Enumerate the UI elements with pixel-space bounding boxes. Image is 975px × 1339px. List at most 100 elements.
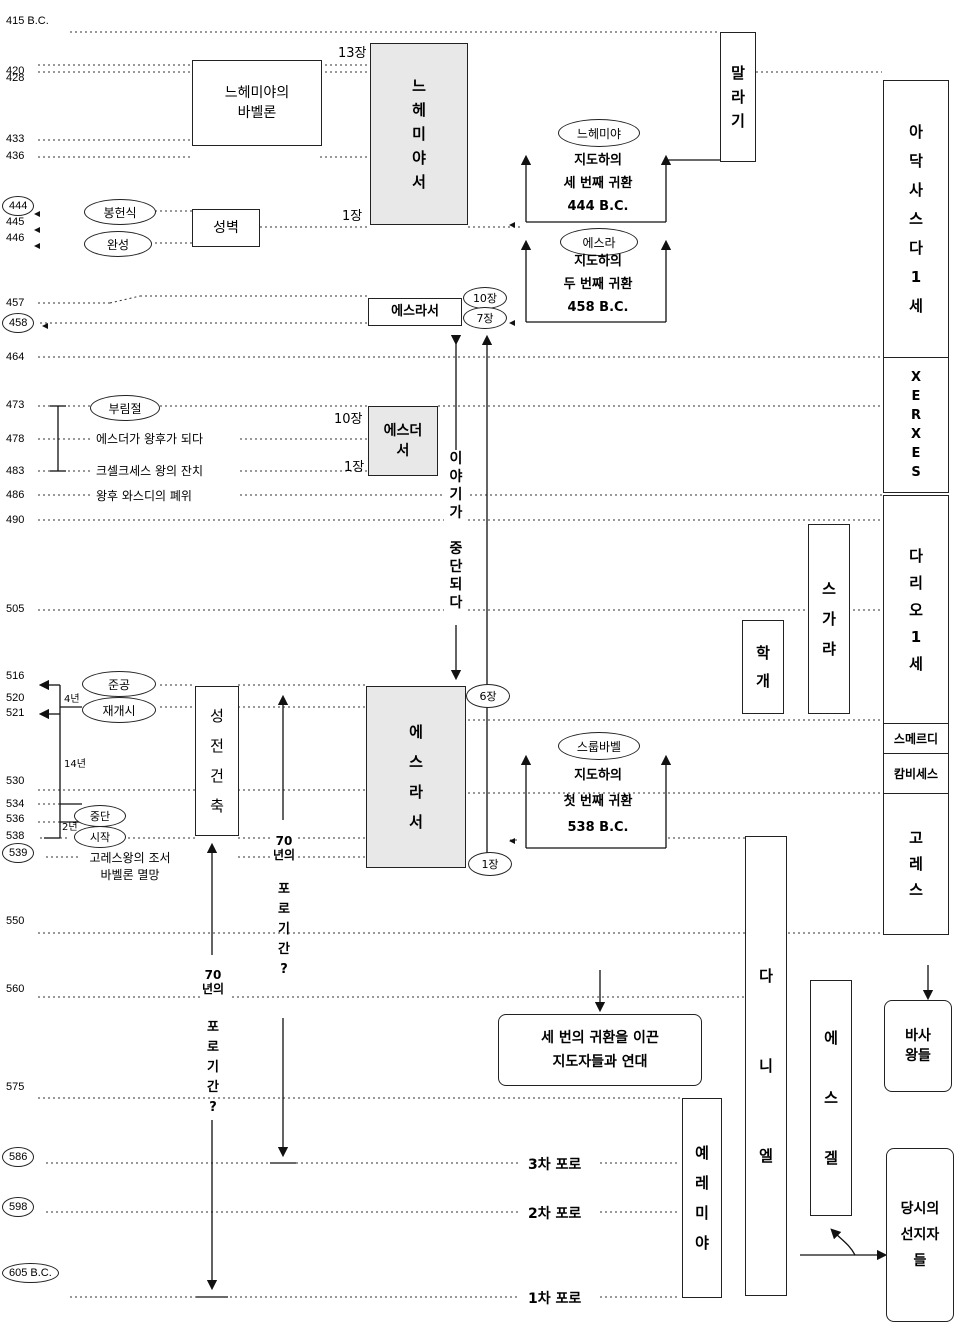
year-label: 575 [6,1081,25,1093]
book-esther: 에스더 서 [368,406,438,476]
completed-oval: 준공 [82,671,156,697]
captivity-70-a-question: 포 로 기 간 ? [207,1020,219,1115]
year-label: 586 [2,1147,35,1167]
captivity-70-b-question: 포 로 기 간 ? [278,882,290,977]
year-label: 598 [2,1197,35,1217]
third-return-leader: 느헤미야 [558,119,640,147]
prophet-haggai-label: 학 개 [756,644,770,690]
year-label: 436 [6,150,25,162]
year-label: 458 [2,313,35,333]
completion-oval: 완성 [84,231,152,257]
king-xerxes: X E R X E S [883,357,949,493]
year-label: 446 [6,232,25,244]
year-label: 521 [6,707,25,719]
king-smerdis: 스메르디 [883,723,949,755]
king-artaxerxes-label: 아 닥 사 스 다 1 세 [909,122,923,315]
esther-queen-label: 에스더가 왕후가 되다 [96,432,203,446]
ezra-mid-ch-bottom: 7장 [463,307,507,329]
prophet-daniel-label: 다 니 엘 [759,967,773,1165]
year-label: 560 [6,983,25,995]
year-label: 539 [2,843,35,863]
persian-kings-box: 바사 왕들 [884,1000,952,1092]
year-label: 516 [6,670,25,682]
king-cyrus: 고 레 스 [883,793,949,935]
prophet-daniel: 다 니 엘 [745,836,787,1296]
feast-label: 크셀크세스 왕의 잔치 [96,464,203,478]
king-xerxes-label: X E R X E S [910,370,922,480]
year-label: 444 [2,196,35,216]
exile-2-label: 2차 포로 [528,1206,582,1222]
year-label: 478 [6,433,25,445]
prophet-jeremiah-label: 예 레 미 야 [695,1144,709,1252]
prophet-zechariah: 스 가 랴 [808,524,850,714]
king-darius: 다 리 오 1 세 [883,495,949,725]
ezra-big-ch-top: 6장 [466,684,510,708]
prophet-haggai: 학 개 [742,620,784,714]
prophet-ezekiel-label: 에 스 겔 [824,1029,838,1167]
year-label: 420 [6,65,25,77]
esther-ch-top: 10장 [334,412,363,427]
cyrus-decree-label: 고레스왕의 조서 바벨론 멸망 [89,851,171,882]
esther-ch-bottom: 1장 [344,460,365,475]
years-2-label: 2년 [62,822,78,833]
first-return-text: 지도하의 첫 번째 귀환 538 B.C. [563,768,633,835]
leaders-dates-box: 세 번의 귀환을 이끈 지도자들과 연대 [498,1014,702,1086]
year-label: 536 [6,813,25,825]
prophet-malachi-label: 말 라 기 [731,64,745,130]
king-cyrus-label: 고 레 스 [909,829,923,899]
year-label: 520 [6,692,25,704]
second-return-leader: 에스라 [560,228,638,256]
prophet-ezekiel: 에 스 겔 [810,980,852,1216]
year-label: 486 [6,489,25,501]
prophets-of-time-box: 당시의 선지자 들 [886,1148,954,1322]
halt-oval: 중단 [74,805,126,827]
year-label: 550 [6,915,25,927]
year-label: 490 [6,514,25,526]
nehemiah-ch-top: 13장 [338,46,367,61]
exile-3-label: 3차 포로 [528,1157,582,1173]
story-paused-label: 이 야 기 가 중 단 되 다 [444,450,468,612]
nehemiah-ch-bottom: 1장 [342,209,363,224]
year-label: 457 [6,297,25,309]
ezra-big-ch-bottom: 1장 [468,852,512,876]
book-ezra-big-label: 에 스 라 서 [409,723,423,831]
year-label: 505 [6,603,25,615]
year-label: 483 [6,465,25,477]
prophet-malachi: 말 라 기 [720,32,756,162]
temple-construction: 성 전 건 축 [195,686,239,836]
book-nehemiah-label: 느 헤 미 야 서 [412,77,426,191]
year-label: 445 [6,216,25,228]
year-label: 428 [6,72,25,84]
ezra-mid-ch-top: 10장 [463,287,507,309]
wall-box: 성벽 [192,209,260,247]
resumed-oval: 재개시 [82,697,156,723]
year-label: 605 B.C. [2,1263,59,1283]
years-4-label: 4년 [64,694,80,705]
nehemiah-babylon-box: 느헤미야의 바벨론 [192,60,322,146]
third-return-text: 지도하의 세 번째 귀환 444 B.C. [563,153,633,214]
year-label: 534 [6,798,25,810]
year-label: 473 [6,399,25,411]
year-label: 433 [6,133,25,145]
exile-1-label: 1차 포로 [528,1291,582,1307]
year-label: 538 [6,830,25,842]
year-label: 415 B.C. [6,15,49,27]
temple-construction-label: 성 전 건 축 [210,707,224,815]
years-14-label: 14년 [64,759,86,770]
king-cambyses: 캄비세스 [883,753,949,795]
prophet-zechariah-label: 스 가 랴 [822,580,836,658]
dedication-oval: 봉헌식 [84,199,156,225]
purim-oval: 부림절 [90,395,160,421]
year-label: 530 [6,775,25,787]
first-return-leader: 스룹바벨 [558,732,640,760]
started-oval: 시작 [74,826,126,848]
king-darius-label: 다 리 오 1 세 [909,546,923,673]
captivity-70-a: 70 년의 [199,968,227,996]
captivity-70-b: 70 년의 [270,834,298,862]
vashti-label: 왕후 와스디의 폐위 [96,489,192,503]
year-label: 464 [6,351,25,363]
second-return-text: 지도하의 두 번째 귀환 458 B.C. [563,254,633,315]
book-nehemiah: 느 헤 미 야 서 [370,43,468,225]
book-ezra-big: 에 스 라 서 [366,686,466,868]
